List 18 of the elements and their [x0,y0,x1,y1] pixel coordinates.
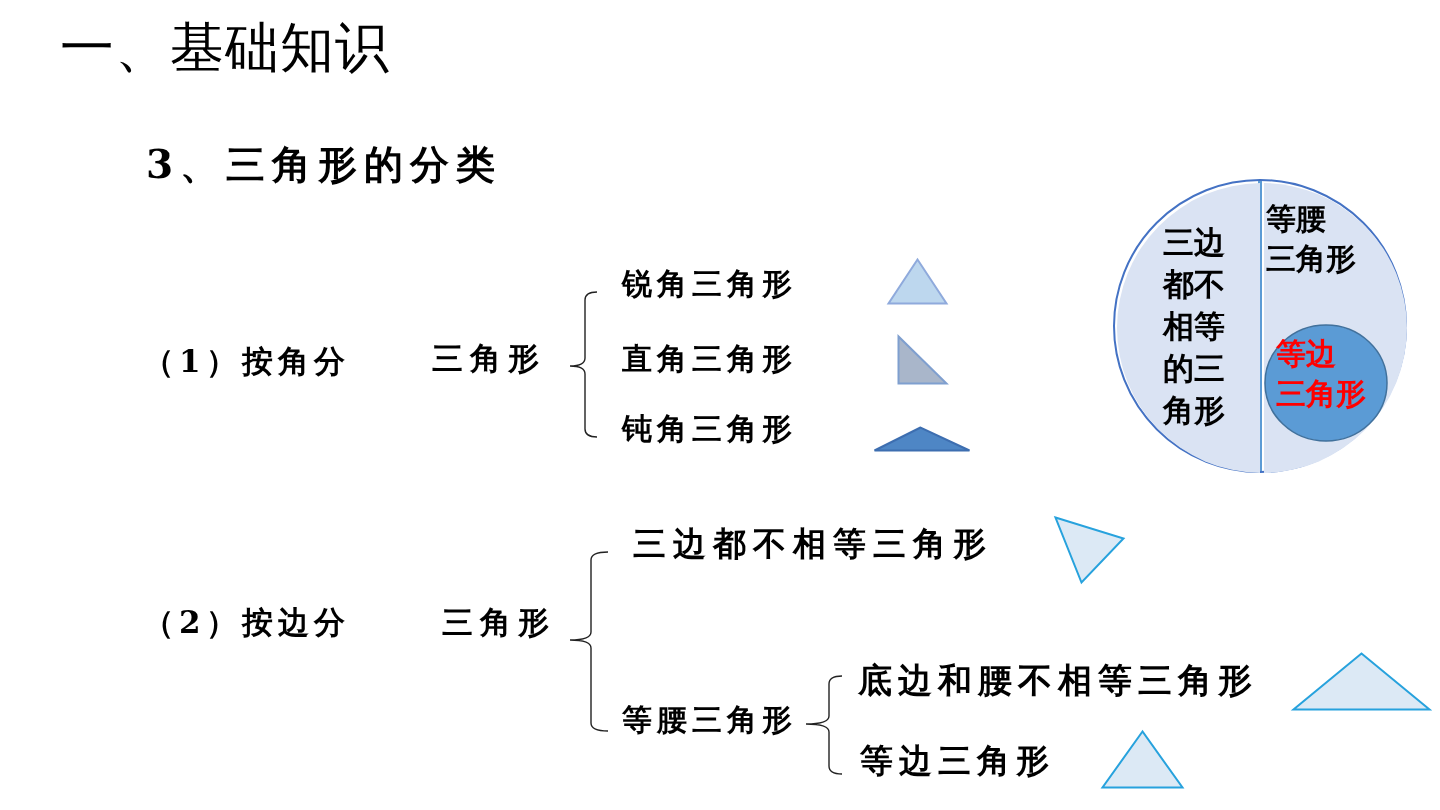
subcategory-label: 底边和腰不相等三角形 [858,661,1258,701]
subcategory-label: 等边三角形 [860,742,1055,780]
criterion-label: （1）按角分 [143,344,350,380]
criterion-label: （2）按边分 [143,605,350,641]
category-label: 锐角三角形 [622,267,797,302]
venn-circle [1113,179,1407,473]
category-label: 直角三角形 [622,342,797,377]
category-label: 三边都不相等三角形 [633,525,993,563]
category-label: 钝角三角形 [622,412,797,447]
page-title: 一、基础知识 [60,17,390,80]
term-label: 三角形 [442,605,556,641]
section-heading: 3、三角形的分类 [146,142,503,187]
right-region [1264,181,1409,475]
term-label: 三角形 [432,341,546,377]
inner-circle [1264,324,1388,442]
category-label: 等腰三角形 [622,703,797,738]
left-region [1115,181,1260,475]
region-label: 三边都不相等的三角形 [1163,223,1226,430]
